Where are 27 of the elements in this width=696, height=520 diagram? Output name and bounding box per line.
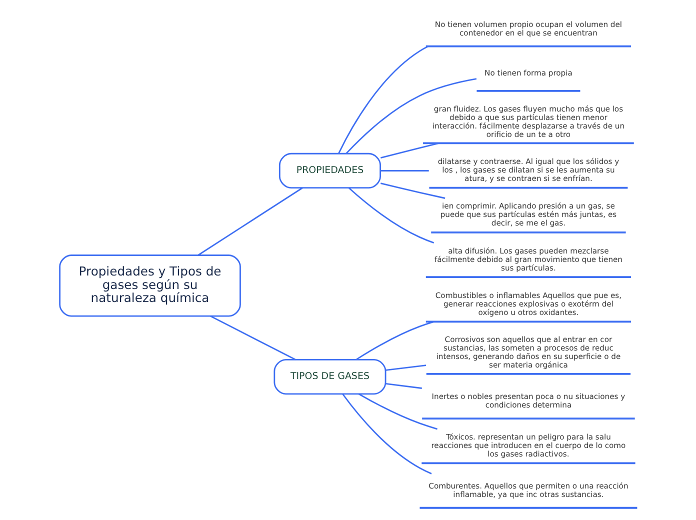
connector bbox=[380, 170, 428, 172]
node-text: Combustibles o inflamables Aquellos que pue es, generar reacciones explosivas o exotérm del oxígeno u otros oxidantes. bbox=[434, 290, 622, 317]
node-text: Inertes o nobles presentan poca o nu situaciones y condiciones determina bbox=[431, 392, 625, 410]
node-text: Tóxicos. representan un peligro para la salu reacciones que introducen en el cuerpo de lo como los gases radiactivos. bbox=[430, 432, 626, 458]
connector bbox=[342, 394, 432, 474]
connector bbox=[338, 46, 428, 154]
connector bbox=[355, 321, 434, 360]
connector bbox=[345, 78, 476, 154]
connector bbox=[197, 187, 302, 256]
node-text: alta difusión. Los gases pueden mezclarse fácilmente debido al gran movimiento que tienen sus partículas. bbox=[434, 246, 622, 272]
connector bbox=[380, 182, 445, 199]
node-text: No tienen volumen propio ocupan el volumen del contenedor en el que se encuentran bbox=[434, 20, 622, 38]
node-text: gran fluidez. Los gases fluyen mucho más que los debido a que sus partículas tienen menor interacción. fácilmente desplazarse a través de un orificio de un te a otro bbox=[432, 104, 624, 139]
connector bbox=[380, 142, 439, 158]
node-text: No tienen forma propia bbox=[484, 68, 572, 78]
node-text: Comburentes. Aquellos que permiten o una reacción inflamable, ya que inc otras sustancias. bbox=[428, 481, 628, 499]
node-box: TIPOS DE GASES bbox=[273, 359, 386, 395]
connector bbox=[385, 364, 426, 371]
connector bbox=[348, 187, 434, 244]
node-box: PROPIEDADES bbox=[278, 152, 381, 189]
connector bbox=[358, 393, 437, 430]
connector bbox=[210, 316, 296, 360]
connector bbox=[385, 382, 422, 389]
node-text: ien comprimir. Aplicando presión a un gas, se puede que sus partículas estén más juntas, es decir, se me el gas. bbox=[440, 202, 616, 228]
node-text: Corrosivos son aquellos que al entrar en cor sustancias, las someten a procesos de reduc intensos, generando daños en su superficie o de ser materia orgánica bbox=[436, 335, 620, 370]
node-text: dilatarse y contraerse. Al igual que los sólidos y los , los gases se dilatan si se les aumenta su atura, y se contraen si se enfrían. bbox=[437, 156, 619, 184]
node-box: Propiedades y Tipos de gases según su naturaleza química bbox=[58, 254, 240, 317]
